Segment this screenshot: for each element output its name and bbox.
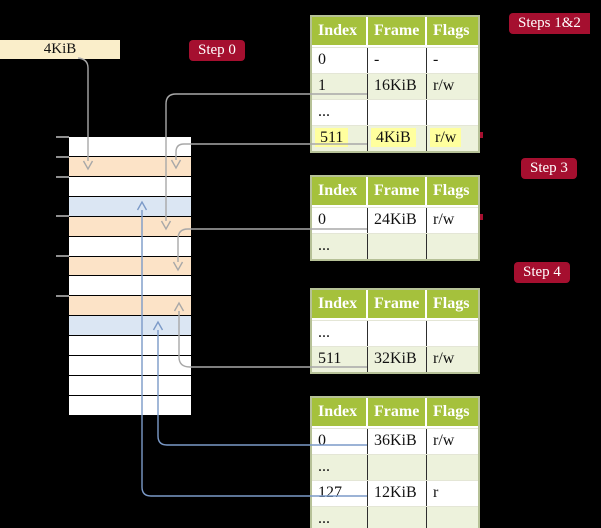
cell-index: 127 (312, 481, 368, 506)
cell-index: ... (312, 507, 368, 528)
table-row: ... (312, 320, 478, 346)
cell-index: 0 (312, 208, 368, 233)
table-row: 1 16KiB r/w (312, 73, 478, 99)
memory-frame-row (69, 236, 191, 256)
cell-frame (368, 507, 427, 528)
table-row: 0 24KiB r/w (312, 207, 478, 233)
column-header-frame: Frame (368, 398, 427, 426)
steps12-badge: Steps 1&2 (509, 13, 590, 34)
cell-flags: r/w (427, 126, 478, 151)
highlighted-value: 511 (315, 128, 349, 147)
cell-frame (368, 100, 427, 125)
column-header-index: Index (312, 398, 368, 426)
column-header-index: Index (312, 17, 368, 45)
step3-badge: Step 3 (521, 158, 577, 179)
page-table-level3: Index Frame Flags 0 24KiB r/w ... (310, 175, 480, 261)
table-row: 511 32KiB r/w (312, 346, 478, 372)
address-tick (56, 215, 69, 217)
cell-index: ... (312, 234, 368, 259)
cell-flags: r/w (433, 432, 455, 449)
memory-frame-row (69, 276, 191, 296)
cell-frame (368, 455, 427, 480)
cell-frame: 12KiB (368, 481, 427, 506)
cell-flags (427, 321, 478, 346)
memory-frame-row (69, 196, 191, 216)
table-row: 0 - - (312, 47, 478, 73)
column-header-flags: Flags (433, 22, 470, 39)
memory-frame-row (69, 137, 191, 156)
table-header-row: Index Frame Flags (312, 177, 478, 207)
highlighted-value: 4KiB (371, 128, 416, 147)
cell-flags: - (433, 51, 439, 68)
cell-flags: r/w (433, 350, 455, 367)
address-tick (56, 136, 69, 138)
physical-memory-stack (69, 137, 191, 415)
cell-flags (427, 100, 478, 125)
memory-frame-row (69, 356, 191, 376)
cell-frame: 16KiB (368, 74, 427, 99)
cell-index: ... (312, 455, 368, 480)
cell-frame: 36KiB (368, 429, 427, 454)
table-row: ... (312, 99, 478, 125)
step4-badge: Step 4 (514, 262, 570, 283)
cell-frame: 24KiB (368, 208, 427, 233)
highlighted-value: r/w (430, 128, 462, 147)
cell-flags: r/w (433, 77, 455, 94)
page-table-level2: Index Frame Flags ... 511 32KiB r/w (310, 288, 480, 374)
column-header-frame: Frame (368, 177, 427, 205)
column-header-flags: Flags (433, 182, 470, 199)
column-header-index: Index (312, 290, 368, 318)
memory-frame-row (69, 336, 191, 356)
cell-flags: r (433, 484, 439, 501)
table-row: ... (312, 506, 478, 528)
page-table-level1: Index Frame Flags 0 36KiB r/w ... 127 12… (310, 396, 480, 528)
column-header-flags: Flags (433, 295, 470, 312)
column-header-index: Index (312, 177, 368, 205)
address-tick (56, 255, 69, 257)
table-row: 0 36KiB r/w (312, 428, 478, 454)
memory-frame-row (69, 176, 191, 196)
cell-flags (427, 507, 478, 528)
table-header-row: Index Frame Flags (312, 290, 478, 320)
table-header-row: Index Frame Flags (312, 17, 478, 47)
step0-badge: Step 0 (189, 40, 245, 61)
address-tick (56, 295, 69, 297)
cell-index: 511 (312, 347, 368, 372)
cell-flags (427, 234, 478, 259)
memory-frame-row (69, 316, 191, 336)
memory-frame-row (69, 296, 191, 316)
column-header-frame: Frame (368, 17, 427, 45)
column-header-frame: Frame (368, 290, 427, 318)
cell-index: 1 (312, 74, 368, 99)
table-row-highlighted: 511 4KiB r/w (312, 125, 478, 151)
cell-frame: - (368, 48, 427, 73)
cell-flags: r/w (433, 211, 455, 228)
address-tick (56, 156, 69, 158)
cell-index: 0 (312, 429, 368, 454)
column-header-flags: Flags (433, 403, 470, 420)
cell-index: ... (312, 321, 368, 346)
cell-frame (368, 321, 427, 346)
memory-frame-row (69, 376, 191, 395)
cell-flags (427, 455, 478, 480)
cell-index: ... (312, 100, 368, 125)
table-row: ... (312, 233, 478, 259)
table-header-row: Index Frame Flags (312, 398, 478, 428)
cell-frame (368, 234, 427, 259)
step-pointer-dash (477, 214, 483, 220)
memory-frame-row (69, 395, 191, 415)
cell-frame: 32KiB (368, 347, 427, 372)
memory-frame-row (69, 156, 191, 176)
cr3-frame-box: 4KiB (0, 40, 120, 59)
table-row: ... (312, 454, 478, 480)
step-pointer-dash (477, 132, 483, 138)
table-row: 127 12KiB r (312, 480, 478, 506)
cell-index: 0 (312, 48, 368, 73)
memory-frame-row (69, 216, 191, 236)
address-tick (56, 176, 69, 178)
page-table-level4: Index Frame Flags 0 - - 1 16KiB r/w ... … (310, 15, 480, 153)
cell-frame: 4KiB (368, 126, 427, 151)
cell-index: 511 (312, 126, 368, 151)
memory-frame-row (69, 256, 191, 276)
